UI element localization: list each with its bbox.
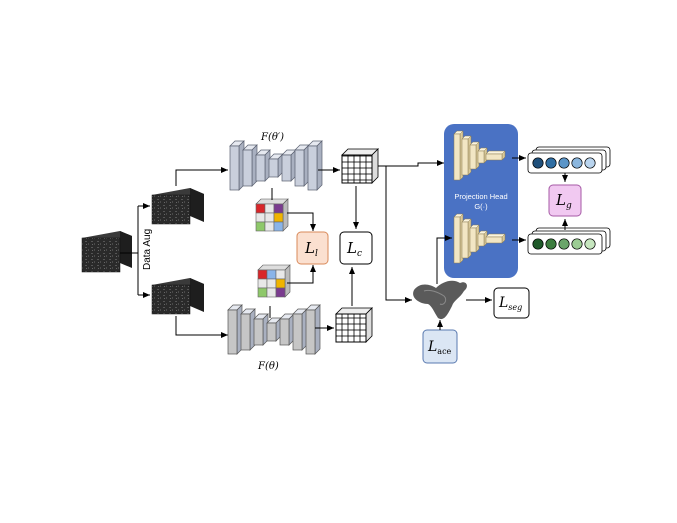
projection-head-top [453,130,506,181]
proj-slab [453,130,464,181]
embedding-dot [532,238,544,250]
l-c-sub: c [357,249,362,259]
embedding-dot [558,238,570,250]
proj-slab [477,147,488,164]
layer-slab [268,153,284,178]
embedding-top [527,146,611,174]
cube-cell [275,287,286,298]
loss-l-contrastive: Lc [339,231,373,265]
feature-grid-bottom [335,307,373,343]
layer-slab [227,304,243,355]
l-l-main: L [304,239,315,257]
embedding-dot [584,157,596,169]
proj-slab [469,224,480,253]
l-g-sub: g [566,201,572,211]
proj-slab [453,213,464,264]
layer-slab [279,313,295,346]
cube-cell [255,203,266,214]
cube-cell [275,278,286,289]
l-seg-sub: seg [508,303,522,312]
cube-cell [257,287,268,298]
proj-slab [461,135,472,176]
cube-cell [266,287,277,298]
cube-cell [275,269,286,280]
aug-volume-top [151,188,204,225]
f-theta-label: F(θ) [257,361,279,372]
svg-text:Ll: Ll [304,239,318,259]
layer-slab [253,313,269,346]
layer-slab [255,149,271,182]
loss-l-seg: Lseg [493,287,530,319]
svg-text:Lace: Lace [427,339,452,356]
layer-slab [266,317,282,342]
cube-cell [255,221,266,232]
embedding-dot [558,157,570,169]
projection-head-bottom [453,213,506,264]
loss-l-ace: Lace [422,329,458,364]
local-cube-bottom [257,264,291,298]
cube-cell [273,203,284,214]
layer-slab [229,140,245,191]
svg-text:Lseg: Lseg [498,295,522,312]
layer-slab [281,149,297,182]
layer-slab [305,304,321,355]
feature-grid-top [341,148,379,184]
unet-bottom [227,304,321,355]
embedding-dot [584,238,596,250]
embedding-dot [545,238,557,250]
proj-slab [469,141,480,170]
cube-cell [273,221,284,232]
proj-head-sub: G(·) [474,202,488,211]
cube-cell [257,269,268,280]
cube-cell [255,212,266,223]
embedding-dot [571,238,583,250]
cube-cell [264,212,275,223]
cube-cell [264,221,275,232]
proj-slab [485,233,506,244]
data-aug-branch [120,203,150,298]
l-seg-main: L [498,295,508,311]
layer-slab [292,308,308,351]
f-theta-prime-label: F(θ′) [260,132,284,143]
l-c-main: L [346,239,357,257]
proj-slab [477,230,488,247]
loss-l-global: Lg [548,184,582,217]
embedding-dot [532,157,544,169]
embedding-bottom [527,227,611,255]
layer-slab [307,140,323,191]
layer-slab [294,144,310,187]
proj-head-title: Projection Head [454,192,507,201]
cube-cell [266,278,277,289]
svg-text:Lg: Lg [555,191,572,211]
embedding-dot [571,157,583,169]
l-ace-main: L [427,339,437,355]
input-volume [81,231,132,273]
l-ace-sub: ace [437,347,451,356]
aug-volume-bottom [151,278,204,315]
cube-cell [257,278,268,289]
cube-cell [273,212,284,223]
data-aug-label: Data Aug [142,229,153,270]
layer-slab [242,144,258,187]
local-cube-top [255,198,289,232]
unet-top [229,140,323,191]
proj-slab [461,218,472,259]
svg-text:Lc: Lc [346,239,362,259]
l-g-main: L [555,191,566,209]
projection-head-panel: Projection Head G(·) [444,124,518,278]
cube-cell [266,269,277,280]
embedding-dot [545,157,557,169]
cube-cell [264,203,275,214]
layer-slab [240,308,256,351]
loss-l-local: Ll [296,231,329,265]
segmentation-output [413,280,467,320]
l-l-sub: l [315,249,318,259]
proj-slab [485,150,506,161]
